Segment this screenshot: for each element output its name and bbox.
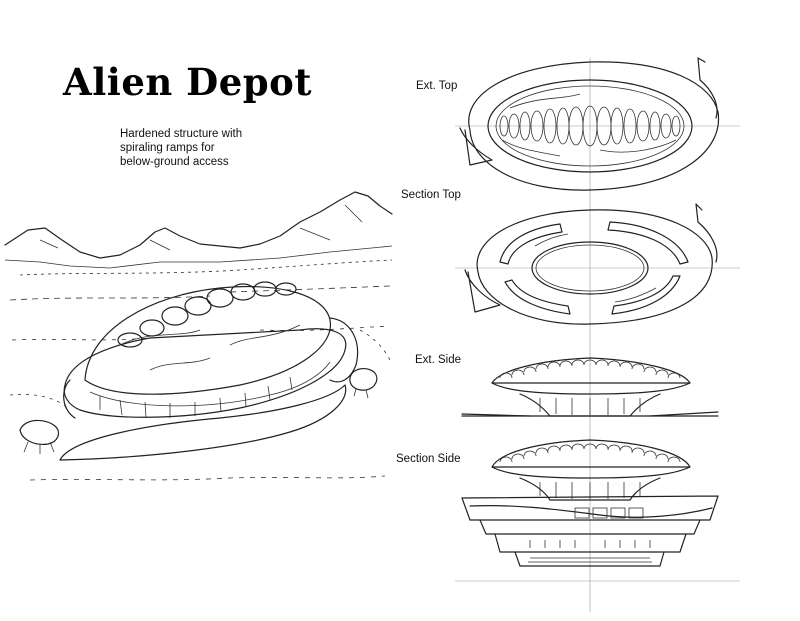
roof-dome-row (117, 281, 297, 348)
description-caption: Hardened structure with spiraling ramps … (120, 127, 300, 169)
caption-line-1: Hardened structure with (120, 128, 243, 140)
creature-right (349, 368, 378, 399)
dome-bumps-ext-side (499, 359, 681, 379)
label-section-side: Section Side (396, 453, 461, 465)
section-chambers (528, 507, 652, 563)
ext-top-view (459, 57, 720, 191)
page-title: Alien Depot (63, 60, 312, 104)
mountain-range (4, 191, 393, 276)
roof-dome-row-top (499, 105, 681, 147)
creature-left (19, 419, 60, 454)
section-side-view (461, 439, 719, 567)
label-section-top: Section Top (401, 189, 461, 201)
label-ext-top: Ext. Top (416, 80, 458, 92)
depot-structure (59, 281, 359, 461)
caption-line-3: below-ground access (120, 156, 229, 168)
section-top-view (464, 203, 718, 325)
caption-line-2: spiraling ramps for (120, 142, 215, 154)
ext-side-view (461, 357, 719, 417)
ground-sketch (9, 285, 391, 481)
label-ext-side: Ext. Side (415, 354, 462, 366)
